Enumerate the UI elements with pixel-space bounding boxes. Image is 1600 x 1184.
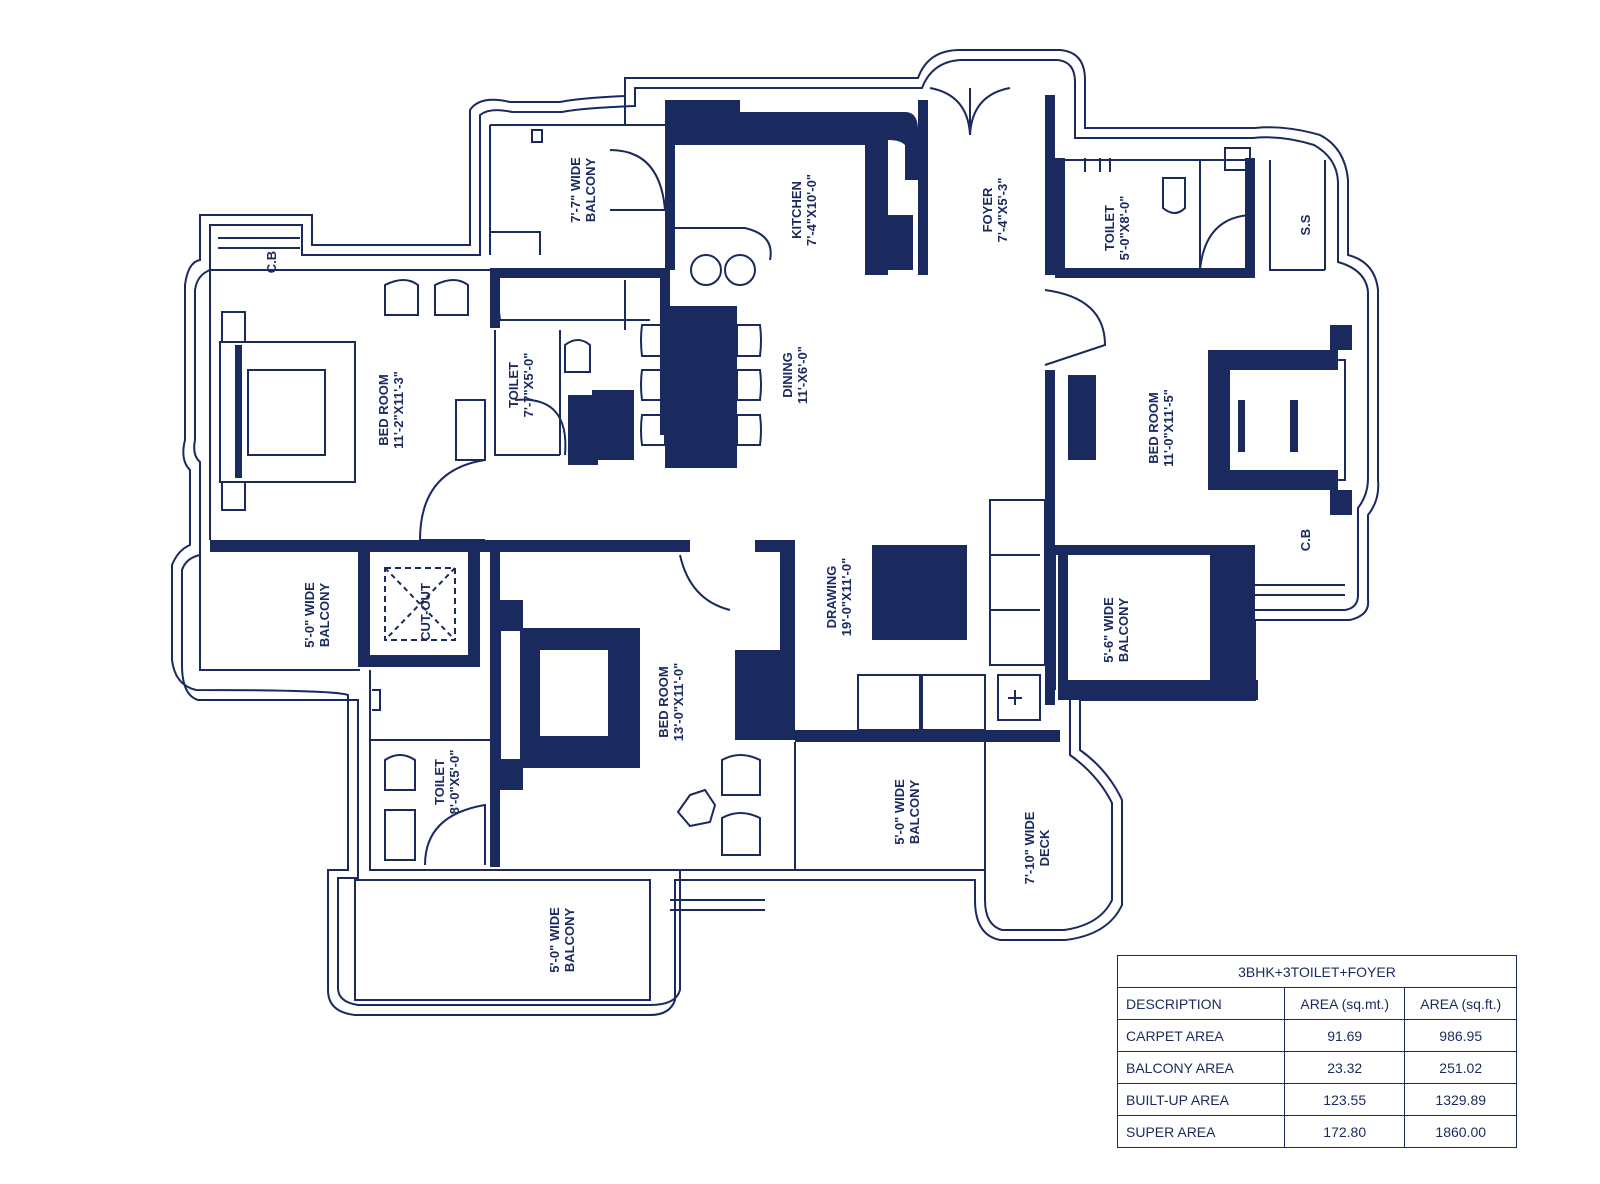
balcony-left-label: 5'-0" WIDEBALCONY xyxy=(302,582,332,648)
internal-lines xyxy=(199,78,1326,1001)
bedroom-bottom-label: BED ROOM13'-0"X11'-0" xyxy=(656,663,686,742)
cutout-label: CUT-OUT xyxy=(418,583,433,641)
furniture xyxy=(218,129,1346,911)
kitchen-label: KITCHEN7'-4"X10'-0" xyxy=(789,174,819,246)
balcony-bottom-label: 5'-0" WIDEBALCONY xyxy=(547,907,577,973)
area-table-header-row: DESCRIPTION AREA (sq.mt.) AREA (sq.ft.) xyxy=(1117,987,1517,1020)
row-description: BALCONY AREA xyxy=(1117,1051,1285,1084)
header-area-sqmt: AREA (sq.mt.) xyxy=(1283,987,1406,1020)
table-row: BUILT-UP AREA 123.55 1329.89 xyxy=(1117,1083,1517,1116)
row-sqmt: 123.55 xyxy=(1283,1083,1406,1116)
doors xyxy=(418,87,1251,866)
room-labels: 7'-7" WIDEBALCONY KITCHEN7'-4"X10'-0" FO… xyxy=(264,157,1313,973)
row-sqmt: 23.32 xyxy=(1283,1051,1406,1084)
row-sqmt: 172.80 xyxy=(1283,1115,1406,1148)
area-table-title-row: 3BHK+3TOILET+FOYER xyxy=(1117,955,1517,988)
cb-right-label: C.B xyxy=(1298,529,1313,551)
row-sqft: 1329.89 xyxy=(1404,1083,1517,1116)
dining-label: DINING11'-X6'-0" xyxy=(780,346,810,404)
cutout-area xyxy=(384,567,456,641)
foyer-label: FOYER7'-4"X5'-3" xyxy=(980,178,1010,243)
deck-label: 7'-10" WIDEDECK xyxy=(1022,811,1052,884)
toilet-middle-label: TOILET7'-7"X5'-0" xyxy=(506,353,536,418)
walls xyxy=(210,95,1352,867)
header-description: DESCRIPTION xyxy=(1117,987,1285,1020)
row-description: BUILT-UP AREA xyxy=(1117,1083,1285,1116)
header-area-sqft: AREA (sq.ft.) xyxy=(1404,987,1517,1020)
table-row: BALCONY AREA 23.32 251.02 xyxy=(1117,1051,1517,1084)
outer-outline xyxy=(171,49,1380,1016)
balcony-kitchen-label: 7'-7" WIDEBALCONY xyxy=(568,157,598,223)
row-sqmt: 91.69 xyxy=(1283,1019,1406,1052)
outer-outline-inner xyxy=(181,59,1369,1006)
row-description: CARPET AREA xyxy=(1117,1019,1285,1052)
toilet-right-label: TOILET5'-0"X8'-0" xyxy=(1102,196,1132,261)
area-table: 3BHK+3TOILET+FOYER DESCRIPTION AREA (sq.… xyxy=(1117,955,1517,1148)
balcony-drawing-label: 5'-0" WIDEBALCONY xyxy=(892,779,922,845)
bedroom-left-label: BED ROOM11'-2"X11'-3" xyxy=(376,371,406,449)
balcony-right-label: 5'-6" WIDEBALCONY xyxy=(1101,597,1131,663)
row-sqft: 986.95 xyxy=(1404,1019,1517,1052)
area-table-title: 3BHK+3TOILET+FOYER xyxy=(1117,955,1517,988)
table-row: CARPET AREA 91.69 986.95 xyxy=(1117,1019,1517,1052)
row-sqft: 1860.00 xyxy=(1404,1115,1517,1148)
bedroom-right-label: BED ROOM11'-0"X11'-5" xyxy=(1146,389,1176,467)
drawing-label: DRAWING19'-0"X11'-0" xyxy=(824,558,854,637)
row-sqft: 251.02 xyxy=(1404,1051,1517,1084)
ss-label: S.S xyxy=(1298,214,1313,235)
table-row: SUPER AREA 172.80 1860.00 xyxy=(1117,1115,1517,1148)
toilet-bottom-label: TOILET8'-0"X5'-0" xyxy=(432,750,462,815)
row-description: SUPER AREA xyxy=(1117,1115,1285,1148)
cb-left-label: C.B xyxy=(264,251,279,273)
